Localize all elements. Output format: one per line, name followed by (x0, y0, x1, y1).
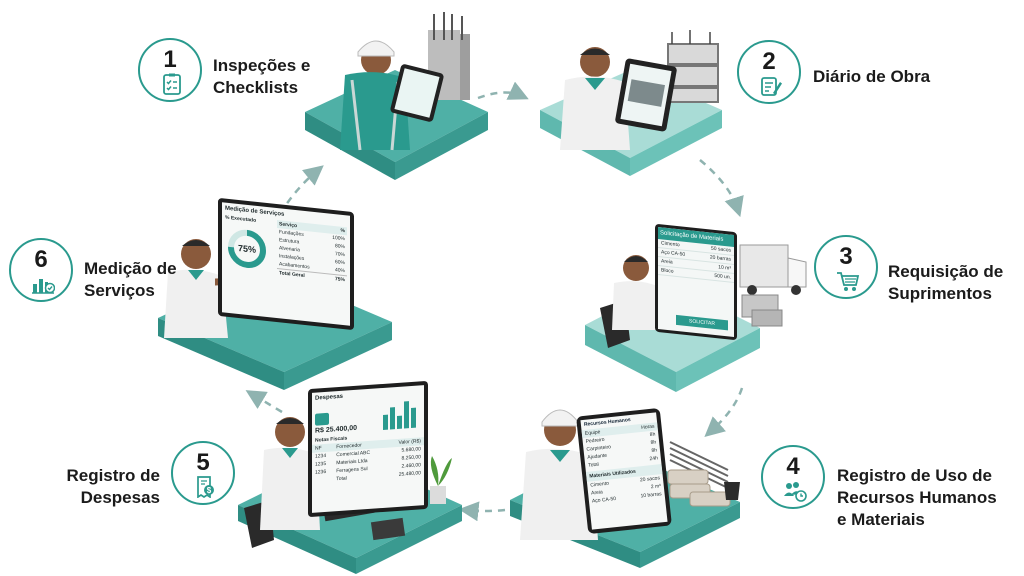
step-6-label-line-1: Medição de (84, 259, 177, 278)
step-5-label-line-2: Despesas (80, 488, 160, 507)
shopping-cart-icon (837, 272, 860, 291)
step-5-label: Registro de Despesas (60, 465, 160, 509)
measurement-row-value: 40% (334, 267, 345, 275)
donut-value: 75% (238, 243, 256, 255)
measurement-row-value: 80% (334, 243, 345, 251)
measurement-row-value: 60% (334, 259, 345, 267)
arrow-1-to-2 (477, 81, 529, 100)
step-5-badge: 5 $ (171, 441, 235, 505)
step-3-label-line-2: Suprimentos (888, 284, 992, 303)
step-5-number: 5 (196, 449, 210, 476)
bar-chart-check-icon (32, 279, 55, 294)
step-1-label-line-2: Checklists (213, 78, 299, 97)
measurement-row-value: 100% (332, 234, 345, 243)
step-2-badge: 2 (737, 40, 801, 104)
step-4-badge: 4 (761, 445, 825, 509)
step-5-label-line-1: Registro de (66, 466, 160, 485)
step-3-label: Requisição de Suprimentos (888, 261, 1003, 305)
step-1-number: 1 (163, 46, 177, 73)
step-6-label: Medição de Serviços (84, 258, 177, 302)
step-4-label-line-3: e Materiais (837, 510, 925, 529)
arrow-5-to-6 (245, 390, 283, 414)
step-6-number: 6 (34, 246, 48, 273)
arrow-3-to-4 (704, 387, 744, 437)
step-4-label-line-1: Registro de Uso de (837, 466, 992, 485)
step-3-badge: 3 (814, 235, 878, 299)
clipboard-checklist-icon (163, 73, 181, 95)
arrow-4-to-5 (458, 501, 506, 522)
step-4-number: 4 (786, 453, 800, 480)
team-clock-icon (784, 482, 807, 502)
step-1-badge: 1 (138, 38, 202, 102)
measurement-row-value: 70% (334, 251, 345, 259)
step-6-label-line-2: Serviços (84, 281, 155, 300)
receipt-dollar-icon: $ (197, 476, 214, 498)
step-3-number: 3 (839, 243, 853, 270)
measurement-monitor: Medição de Serviços % Executado 75% Serv… (218, 197, 354, 331)
step-6-badge: 6 (9, 238, 73, 302)
svg-text:$: $ (207, 486, 212, 495)
step-2-label-line-1: Diário de Obra (813, 67, 931, 86)
step-3-label-line-1: Requisição de (888, 262, 1004, 281)
total-value: 75% (334, 276, 345, 284)
total-label: Total Geral (279, 270, 305, 279)
step-4-label-line-2: Recursos Humanos (837, 488, 997, 507)
step-1-label: Inspeções e Checklists (213, 55, 310, 99)
step-2-label: Diário de Obra (813, 66, 930, 88)
arrow-2-to-3 (699, 159, 744, 218)
step-1-label-line-1: Inspeções e (213, 56, 311, 75)
col-pct: % (340, 227, 345, 235)
notepad-pencil-icon (761, 77, 782, 96)
step-2-number: 2 (762, 48, 776, 75)
step-4-label: Registro de Uso de Recursos Humanos e Ma… (837, 465, 997, 531)
progress-donut: 75% (228, 229, 266, 269)
